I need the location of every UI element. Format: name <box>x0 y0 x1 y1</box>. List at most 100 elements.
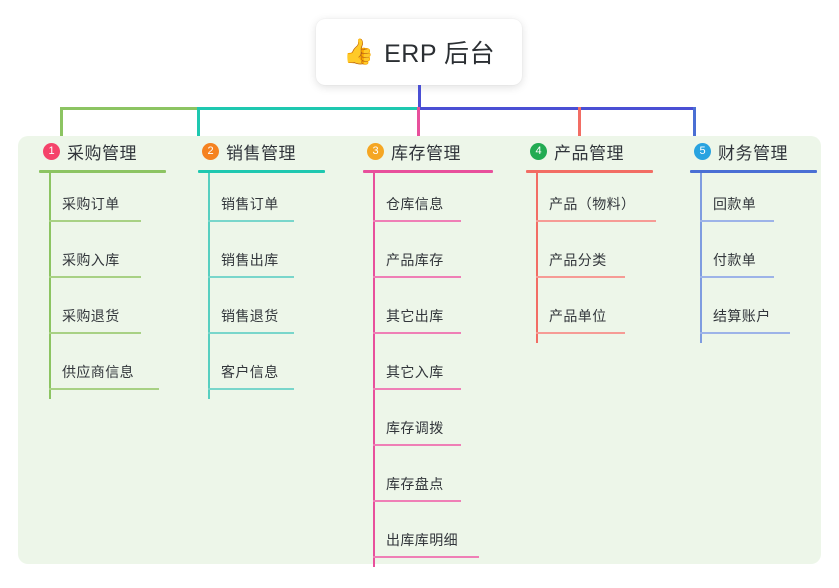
column-underline <box>39 170 166 173</box>
item-label: 产品分类 <box>549 252 607 268</box>
column-items: 采购订单 采购入库 采购退货 供应商信息 <box>39 173 189 397</box>
column-spine <box>373 173 375 567</box>
item-label: 客户信息 <box>221 364 279 380</box>
item-rule <box>373 220 461 222</box>
item-rule <box>700 220 774 222</box>
column-title: 采购管理 <box>67 143 137 163</box>
column-underline <box>526 170 653 173</box>
column-badge: 5 <box>694 142 711 160</box>
list-item[interactable]: 出库库明细 <box>363 509 523 565</box>
column-spine <box>208 173 210 399</box>
list-item[interactable]: 库存调拨 <box>363 397 523 453</box>
column-inventory-management: 3 库存管理 仓库信息 产品库存 其它出库 其它入库 库存调拨 <box>363 136 523 567</box>
item-rule <box>536 332 625 334</box>
connector-bus-teal <box>199 107 419 110</box>
list-item[interactable]: 结算账户 <box>690 285 839 341</box>
column-header[interactable]: 5 财务管理 <box>690 136 839 166</box>
column-header[interactable]: 4 产品管理 <box>526 136 686 166</box>
list-item[interactable]: 库存盘点 <box>363 453 523 509</box>
connector-trunk <box>418 85 421 109</box>
column-header[interactable]: 1 采购管理 <box>39 136 189 166</box>
item-label: 产品（物料） <box>549 196 636 212</box>
list-item[interactable]: 销售出库 <box>198 229 348 285</box>
item-label: 回款单 <box>713 196 757 212</box>
list-item[interactable]: 其它入库 <box>363 341 523 397</box>
column-purchase-management: 1 采购管理 采购订单 采购入库 采购退货 供应商信息 <box>39 136 189 399</box>
item-rule <box>373 276 461 278</box>
item-label: 产品库存 <box>386 252 444 268</box>
column-title: 财务管理 <box>718 143 788 163</box>
list-item[interactable]: 回款单 <box>690 173 839 229</box>
list-item[interactable]: 其它出库 <box>363 285 523 341</box>
column-spine <box>536 173 538 343</box>
item-rule <box>700 276 774 278</box>
item-label: 库存调拨 <box>386 420 444 436</box>
column-underline <box>690 170 817 173</box>
item-label: 供应商信息 <box>62 364 134 380</box>
column-title: 产品管理 <box>554 143 624 163</box>
column-title: 销售管理 <box>226 143 296 163</box>
column-badge: 3 <box>367 142 384 160</box>
column-sales-management: 2 销售管理 销售订单 销售出库 销售退货 客户信息 <box>198 136 348 399</box>
item-rule <box>208 332 294 334</box>
item-rule <box>49 276 141 278</box>
list-item[interactable]: 供应商信息 <box>39 341 189 397</box>
item-rule <box>373 444 461 446</box>
column-items: 回款单 付款单 结算账户 <box>690 173 839 341</box>
column-underline <box>363 170 493 173</box>
list-item[interactable]: 产品单位 <box>526 285 686 341</box>
thumbs-up-icon: 👍 <box>342 37 375 66</box>
column-badge: 4 <box>530 142 547 160</box>
column-finance-management: 5 财务管理 回款单 付款单 结算账户 <box>690 136 839 343</box>
item-label: 仓库信息 <box>386 196 444 212</box>
column-header[interactable]: 3 库存管理 <box>363 136 523 166</box>
item-rule <box>536 220 656 222</box>
list-item[interactable]: 客户信息 <box>198 341 348 397</box>
column-underline <box>198 170 325 173</box>
item-rule <box>373 500 461 502</box>
list-item[interactable]: 仓库信息 <box>363 173 523 229</box>
item-rule <box>49 220 141 222</box>
item-label: 产品单位 <box>549 308 607 324</box>
column-spine <box>49 173 51 399</box>
item-rule <box>208 220 294 222</box>
item-label: 其它入库 <box>386 364 444 380</box>
item-rule <box>49 332 141 334</box>
list-item[interactable]: 产品（物料） <box>526 173 686 229</box>
item-label: 其它出库 <box>386 308 444 324</box>
item-rule <box>373 388 461 390</box>
item-label: 付款单 <box>713 252 757 268</box>
list-item[interactable]: 产品库存 <box>363 229 523 285</box>
item-label: 结算账户 <box>713 308 771 324</box>
item-rule <box>208 276 294 278</box>
list-item[interactable]: 销售退货 <box>198 285 348 341</box>
item-label: 销售订单 <box>221 196 279 212</box>
list-item[interactable]: 产品分类 <box>526 229 686 285</box>
connector-bus-green <box>60 107 200 110</box>
connector-bus-blue <box>418 107 695 110</box>
item-rule <box>373 556 479 558</box>
item-rule <box>49 388 159 390</box>
item-rule <box>700 332 790 334</box>
column-product-management: 4 产品管理 产品（物料） 产品分类 产品单位 <box>526 136 686 343</box>
list-item[interactable]: 付款单 <box>690 229 839 285</box>
list-item[interactable]: 销售订单 <box>198 173 348 229</box>
item-rule <box>373 332 461 334</box>
connector-drop-2 <box>197 107 200 140</box>
item-label: 库存盘点 <box>386 476 444 492</box>
diagram-panel: 1 采购管理 采购订单 采购入库 采购退货 供应商信息 <box>18 136 821 567</box>
connector-drop-3 <box>417 107 420 140</box>
list-item[interactable]: 采购退货 <box>39 285 189 341</box>
item-label: 采购入库 <box>62 252 120 268</box>
column-badge: 1 <box>43 142 60 160</box>
connector-drop-5 <box>693 107 696 140</box>
list-item[interactable]: 采购订单 <box>39 173 189 229</box>
list-item[interactable]: 采购入库 <box>39 229 189 285</box>
column-header[interactable]: 2 销售管理 <box>198 136 348 166</box>
column-items: 产品（物料） 产品分类 产品单位 <box>526 173 686 341</box>
item-label: 销售出库 <box>221 252 279 268</box>
column-items: 仓库信息 产品库存 其它出库 其它入库 库存调拨 库存盘点 <box>363 173 523 565</box>
root-node-card[interactable]: 👍 ERP 后台 <box>316 19 522 85</box>
column-spine <box>700 173 702 343</box>
item-rule <box>536 276 625 278</box>
